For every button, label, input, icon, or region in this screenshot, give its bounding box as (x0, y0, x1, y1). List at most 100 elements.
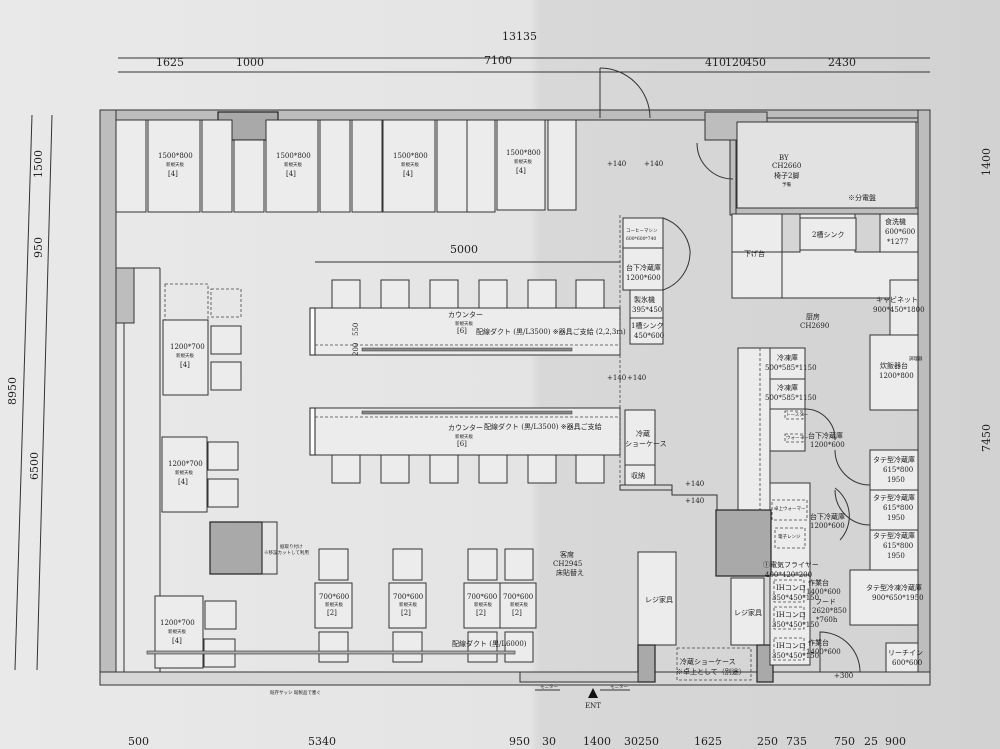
dimension-bottom: 500 5340 950 30 1400 30 250 1625 250 735… (128, 735, 906, 748)
dim-label: 1500 (32, 150, 45, 178)
table-note: 新規天板 (325, 601, 343, 608)
backroom-chairs: 椅子2脚 (774, 171, 799, 180)
backroom-note: 予備 (782, 181, 791, 188)
sink2-label: 2槽シンク (812, 230, 844, 239)
fridge-label: タテ型冷蔵庫 (873, 493, 915, 502)
freezer-label: 冷凍庫 (777, 383, 798, 392)
counter-seats: [6] (457, 440, 467, 448)
fridge-label: タテ型冷蔵庫 (873, 455, 915, 464)
dim-label: +140 (607, 374, 626, 382)
booth-table[interactable]: 1500*800 新規天板 [4] (276, 152, 311, 178)
booth-table[interactable]: 1500*800 新規天板 [4] (393, 152, 428, 178)
left-table[interactable]: 1200*700 新規天板 [4] (161, 436, 239, 513)
booth-table[interactable]: 1500*800 新規天板 [4] (506, 149, 541, 175)
worktable-label: 作業台 (808, 578, 829, 587)
table-note: 新規天板 (514, 158, 532, 165)
table-note: 新規天板 (175, 469, 193, 476)
booth-table[interactable]: 1500*800 新規天板 [4] (158, 152, 193, 178)
dim-label: 7100 (484, 54, 512, 67)
under-fridge-label: 台下冷蔵庫 (626, 263, 661, 272)
dim-label: 1400 (583, 735, 611, 748)
fridge-size: 615*800 (883, 542, 913, 550)
rice-table-label: 炊飯器台 (880, 361, 908, 370)
rice-table-size: 1200*800 (879, 372, 914, 380)
dim-label: 410 (705, 56, 726, 69)
dim-label: 950 (509, 735, 530, 748)
counter-note: 新規天板 (455, 433, 473, 440)
hood-size: 2620*850 (812, 607, 847, 615)
ih-stove-label: IHコンロ (776, 611, 806, 619)
table-seats: [4] (403, 170, 413, 178)
table-note: 新規天板 (284, 161, 302, 168)
tall-fridge: タテ型冷蔵庫 615*800 1950 (834, 489, 919, 531)
dim-label: +140 (607, 160, 626, 168)
dim-label: 950 (32, 237, 45, 258)
register-area: レジ家具 レジ家具 冷蔵ショーケース ※卓上として（別途） モニター モニター (519, 551, 774, 691)
table-seats: [4] (180, 361, 190, 369)
table-seats: [2] (476, 609, 486, 617)
backroom-door-swing (696, 142, 734, 180)
cabinet-label: キャビネット (876, 295, 918, 304)
table-size: 1500*800 (506, 149, 541, 157)
dishwasher-size: 600*600 (885, 228, 915, 236)
dim-label: 750 (834, 735, 855, 748)
table-size: 1500*800 (276, 152, 311, 160)
counter-label: カウンター (448, 310, 483, 319)
ice-maker-size: 395*450 (632, 306, 662, 314)
bottom-duct (146, 650, 516, 655)
dim-label: 25 (864, 735, 878, 748)
dim-label: 30 (624, 735, 638, 748)
bottom-duct-label: 配線ダクト (黒/L6000) (452, 639, 527, 648)
table-seats: [4] (172, 637, 182, 645)
small-table[interactable]: 700*600 新規天板 [2] (388, 548, 427, 663)
small-table[interactable]: 700*600 新規天板 [2] (463, 548, 501, 663)
reach-in-size: 600*600 (892, 659, 922, 667)
room-label: 客席 (560, 550, 574, 559)
toaster-label: トースター (786, 411, 809, 418)
small-table[interactable]: 700*600 新規天板 [2] (314, 548, 353, 663)
storage-label: 収納 (631, 471, 645, 480)
dim-label: 120 (725, 56, 746, 69)
table-note: 新規天板 (401, 161, 419, 168)
ih-stove-size: 350*450*150 (772, 594, 819, 602)
entrance-arrow-icon (588, 688, 598, 698)
table-seats: [2] (512, 609, 522, 617)
reach-in-label: リーチイン (888, 649, 923, 657)
backroom-ceiling: CH2660 (772, 162, 801, 170)
dishwasher-label: 食洗機 (885, 217, 906, 226)
dim-label: 6500 (28, 452, 41, 480)
register-label: レジ家具 (734, 608, 762, 617)
entrance-door-swing (599, 67, 651, 119)
table-size: 1200*700 (170, 343, 205, 351)
showcase-label: ショーケース (625, 440, 667, 448)
table-size: 700*600 (393, 593, 423, 601)
left-table[interactable]: 1200*700 新規天板 [4] (162, 319, 242, 396)
dim-label: 1625 (694, 735, 722, 748)
table-seats: [2] (401, 609, 411, 617)
sink-size: 450*600 (634, 332, 664, 340)
table-note: 新規天板 (474, 601, 492, 608)
fridge-height: 1950 (887, 476, 905, 484)
table-size: 700*600 (319, 593, 349, 601)
freezer-size: 500*585*1150 (765, 364, 817, 372)
under-fridge-size: 1200*600 (810, 441, 845, 449)
entrance-marker[interactable]: ENT (585, 688, 601, 710)
dim-label: 30 (542, 735, 556, 748)
table-note: 新規天板 (510, 601, 528, 608)
ice-maker-label: 製氷機 (634, 295, 655, 304)
rice-side-label: 調理器 (909, 355, 923, 362)
counter-2[interactable]: カウンター 新規天板 [6] 配線ダクト (黒/L3500) ※器具ご支給 (309, 407, 621, 456)
warmer-label: 卓上ウォーマー (774, 505, 806, 512)
small-table[interactable]: 700*600 新規天板 [2] (499, 548, 537, 663)
dim-label: 2430 (828, 56, 856, 69)
table-seats: [4] (286, 170, 296, 178)
table-size: 700*600 (467, 593, 497, 601)
dim-label: 500 (128, 735, 149, 748)
sash-note: 既存サッシ 既製品で塞ぐ (270, 689, 321, 696)
walls (99, 109, 931, 686)
dim-label: 735 (786, 735, 807, 748)
counter-1[interactable]: カウンター 新規天板 [6] 配線ダクト (黒/L3500) ※器具ご支給 (2… (309, 307, 626, 356)
dim-label: +140 (644, 160, 663, 168)
table-seats: [4] (178, 478, 188, 486)
monitor-label: モニター (540, 683, 558, 690)
